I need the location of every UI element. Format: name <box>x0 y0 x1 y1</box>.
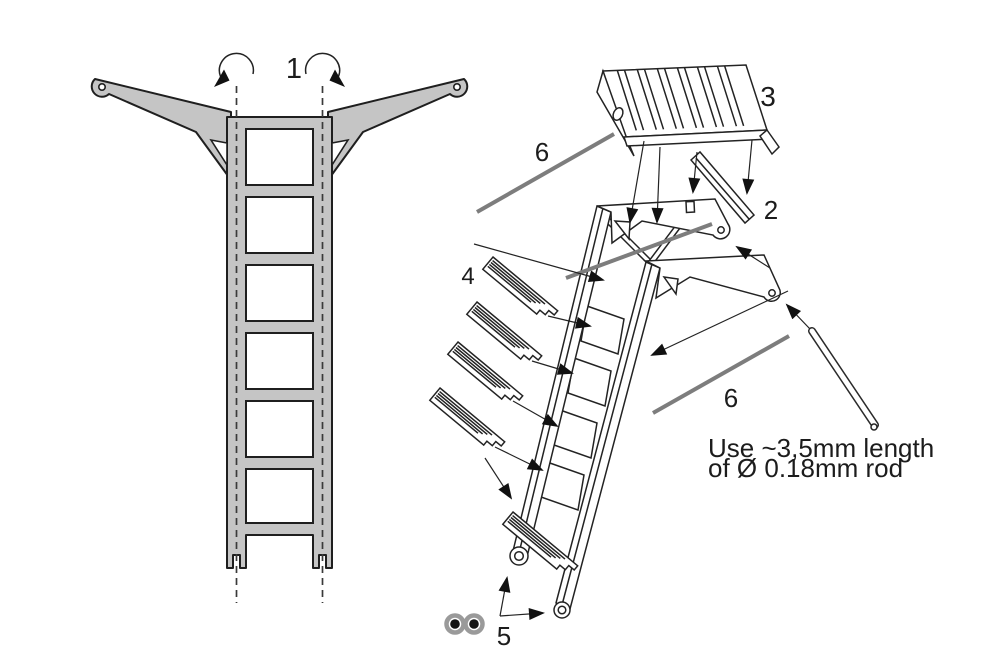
part-label-6-lower: 6 <box>724 383 738 413</box>
ladder-front-view: 1 <box>90 52 469 603</box>
part-label-5: 5 <box>497 621 511 651</box>
ladder-opening <box>245 332 314 390</box>
ladder-opening <box>245 264 314 322</box>
note-line-2: of Ø 0.18mm rod <box>708 453 903 483</box>
assembly-arrows <box>473 139 811 620</box>
tread-part <box>466 301 543 361</box>
part-label-3: 3 <box>760 81 776 112</box>
tread-part <box>482 256 559 316</box>
far-pivot-hole <box>768 289 776 297</box>
assembly-arrow <box>626 140 645 224</box>
wheel-icon <box>444 613 466 635</box>
assembly-arrow <box>499 607 545 620</box>
assembly-arrow <box>473 243 605 283</box>
assembly-arrow <box>651 146 664 224</box>
rotation-arrow-left-icon <box>214 52 255 87</box>
gusset-cutout-right <box>331 138 350 168</box>
bar-notch <box>685 200 696 214</box>
note-line-1: Use ~3,5mm length <box>708 433 934 463</box>
assembly-arrow <box>531 360 574 375</box>
part-label-2: 2 <box>764 195 778 225</box>
assembly-arrow <box>547 315 592 329</box>
example-rod <box>808 327 879 431</box>
tread-parts-4 <box>429 256 559 447</box>
arm-hole-right <box>452 83 461 92</box>
axle-eyes <box>509 546 571 619</box>
assembly-arrow <box>512 400 559 427</box>
fold-arm-right <box>327 78 469 181</box>
step-label-1: 1 <box>286 53 302 85</box>
rod-note: Use ~3,5mm length of Ø 0.18mm rod <box>708 433 934 483</box>
gusset-cutout-left <box>209 138 228 168</box>
installed-rod <box>565 222 713 280</box>
assembly-arrow <box>494 446 544 471</box>
frame-rungs <box>540 304 625 512</box>
ladder-exploded-view: 3 2 6 4 6 5 Use ~3,5mm length of Ø 0.18m… <box>429 64 934 651</box>
tread-part <box>429 387 506 447</box>
assembly-arrow <box>735 245 771 269</box>
ladder-opening <box>245 400 314 458</box>
wheel-icon <box>463 613 485 635</box>
ladder-opening <box>245 128 314 186</box>
far-rail-assembly <box>555 254 781 611</box>
assembly-arrow <box>742 139 755 195</box>
arm-hole-left <box>98 83 107 92</box>
assembly-arrow <box>484 457 513 500</box>
platform-hole <box>612 107 624 121</box>
brass-rod-upper <box>476 132 615 214</box>
near-pivot-hole <box>717 226 725 234</box>
assembly-arrow <box>688 151 701 194</box>
part-label-4: 4 <box>461 263 474 290</box>
assembly-arrow <box>650 290 789 356</box>
brass-rod-lower <box>652 334 790 415</box>
fold-arm-left <box>90 78 232 181</box>
platform-part-3 <box>596 64 780 157</box>
rotation-arrow-right-icon <box>304 52 345 87</box>
assembly-arrow <box>498 576 511 617</box>
wheel-parts-5 <box>444 613 485 635</box>
part-label-6-upper: 6 <box>535 137 549 167</box>
assembly-arrow <box>785 303 811 330</box>
ladder-opening <box>245 196 314 254</box>
ladder-opening <box>245 468 314 524</box>
